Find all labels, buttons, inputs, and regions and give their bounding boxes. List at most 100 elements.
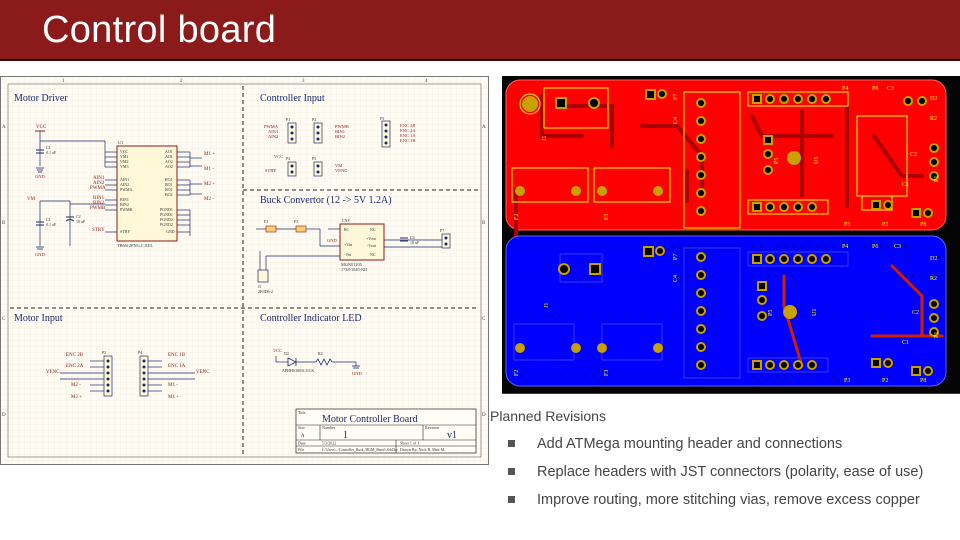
pcb-top-c4: C4 [673,117,679,124]
bullet-icon [508,495,515,503]
grid-col-2: 2 [180,79,183,84]
pcb-bot-p4: P4 [842,244,848,250]
svg-text:BO2: BO2 [165,192,173,197]
pcb-top-layer: J1 F2 F3 P7 C4 P4 P6 C3 D2 R2 P5 U1 C1 C… [505,79,947,238]
indicator-led: VCC D2 APHHS1005CGCK R2 GND [273,348,362,376]
svg-text:1738-1045-ND: 1738-1045-ND [341,267,367,272]
svg-text:P4: P4 [138,350,142,355]
net-enc1b: ENC 1B [168,353,186,358]
svg-text:10 uF: 10 uF [410,240,420,245]
tb-file: C:\Users\...\Controller_Buck_MGM_Sheet1.… [322,448,398,452]
net-bin2: BIN2 [93,201,105,206]
net-enc2b: ENC 2B [66,353,84,358]
svg-text:GND: GND [352,371,362,376]
net-vm: VM [27,197,36,202]
pcb-bot-p7: P7 [673,254,679,260]
svg-text:M1 -: M1 - [168,383,178,388]
svg-text:D2: D2 [284,351,289,356]
svg-text:GND: GND [327,238,337,243]
svg-text:P4: P4 [286,156,290,161]
tb-date: 5/3/2022 [322,441,336,446]
pcb-bot-c3: C3 [894,244,901,250]
pcb-top-p6: P6 [872,86,878,92]
revision-text: Add ATMega mounting header and connectio… [537,436,843,452]
title-block: Title Motor Controller Board Size A Numb… [295,408,477,454]
grid-col-1: 1 [62,79,65,84]
svg-text:0.1 uF: 0.1 uF [46,150,57,155]
pcb-top-j1: J1 [542,136,548,141]
supply-caps: VCC C1 0.1 uF GND VM C1 0.1 uF C2 10 uF [27,125,106,257]
svg-text:-Vout: -Vout [367,243,377,248]
pcb-bot-c2: C2 [912,310,919,316]
tb-date-label: Date [298,441,306,446]
revision-text: Replace headers with JST connectors (pol… [537,464,924,480]
pcb-bot-c1: C1 [902,340,909,346]
svg-text:ENC 2A: ENC 2A [400,128,416,133]
pcb-top-p8: P8 [920,222,926,228]
pcb-top-p7: P7 [673,94,679,100]
svg-text:VCC: VCC [273,348,282,353]
pcb-bot-r2: R2 [930,276,937,282]
slide-title: Control board [42,9,277,51]
svg-text:BIN2: BIN2 [335,134,345,139]
revision-text: Improve routing, more stitching vias, re… [537,492,920,508]
svg-text:ENC 1B: ENC 1B [400,138,415,143]
tb-revision: v1 [447,430,457,441]
section-controller-indicator: Controller Indicator LED [260,313,362,324]
tb-sheet: Sheet 1 of 1 [400,441,419,446]
svg-text:P3: P3 [102,350,106,355]
svg-text:PGND2: PGND2 [160,217,173,222]
pcb-top-p1: P1 [934,176,940,182]
revision-item: Improve routing, more stitching vias, re… [508,492,920,508]
tb-size-label: Size [298,425,305,430]
net-enc1a: ENC 1A [168,364,186,369]
svg-text:P2: P2 [312,117,316,122]
svg-text:PGND1: PGND1 [160,212,173,217]
pcb-bottom-layer: J1 F2 F3 P7 C4 P4 P6 C3 D2 R2 P5 U1 C1 C… [505,235,947,387]
pcb-top-p4: P4 [842,86,848,92]
pcb-layout-image: J1 F2 F3 P7 C4 P4 P6 C3 D2 R2 P5 U1 C1 C… [502,76,960,394]
net-vcc: VCC [36,125,47,130]
svg-text:MGN01205: MGN01205 [341,262,362,267]
net-gnd-2: GND [35,252,45,257]
svg-text:C: C [482,317,486,322]
controller-input-connectors: P1 PWMA AIN1 AIN2 P2 PWMB BIN1 BIN2 P3 E… [264,116,416,177]
pcb-bot-p6: P6 [872,244,878,250]
pcb-bot-p3: P3 [844,378,850,384]
svg-text:P1: P1 [286,117,290,122]
section-buck-converter: Buck Convertor (12 -> 5V 1.2A) [260,195,392,206]
svg-text:10 uF: 10 uF [76,219,86,224]
svg-text:BO2: BO2 [165,187,173,192]
tb-title-label: Title [298,410,306,415]
svg-text:M2 +: M2 + [71,395,82,400]
section-motor-input: Motor Input [14,313,63,324]
tb-number: 1 [343,430,348,441]
net-pwma: PWMA [90,186,106,191]
svg-text:AIN1: AIN1 [120,177,129,182]
tb-title: Motor Controller Board [322,414,418,425]
svg-text:R2: R2 [318,351,323,356]
pcb-bot-p5: P5 [768,310,774,316]
svg-text:F3: F3 [294,219,298,224]
svg-text:AO2: AO2 [165,164,173,169]
svg-text:A: A [482,125,486,130]
grid-row-b: B [2,221,6,226]
grid-col-4: 4 [425,79,428,84]
svg-text:PWMA: PWMA [120,187,133,192]
net-stby: STBY [92,228,105,233]
net-m1-plus: M1 + [204,152,215,157]
svg-text:B: B [482,221,486,226]
svg-text:NC: NC [370,227,376,232]
net-m2-minus: M2 - [204,197,214,202]
svg-text:+Vin: +Vin [344,242,352,247]
pcb-top-f2: F2 [514,214,520,220]
svg-text:C1: C1 [46,217,51,222]
net-m1-minus: M1 - [204,167,214,172]
svg-text:D: D [482,413,486,418]
svg-text:C2: C2 [76,214,81,219]
tb-file-label: File [298,447,304,452]
svg-text:M2 -: M2 - [71,383,81,388]
net-ain2: AIN2 [93,181,105,186]
svg-text:+Vout: +Vout [366,236,377,241]
